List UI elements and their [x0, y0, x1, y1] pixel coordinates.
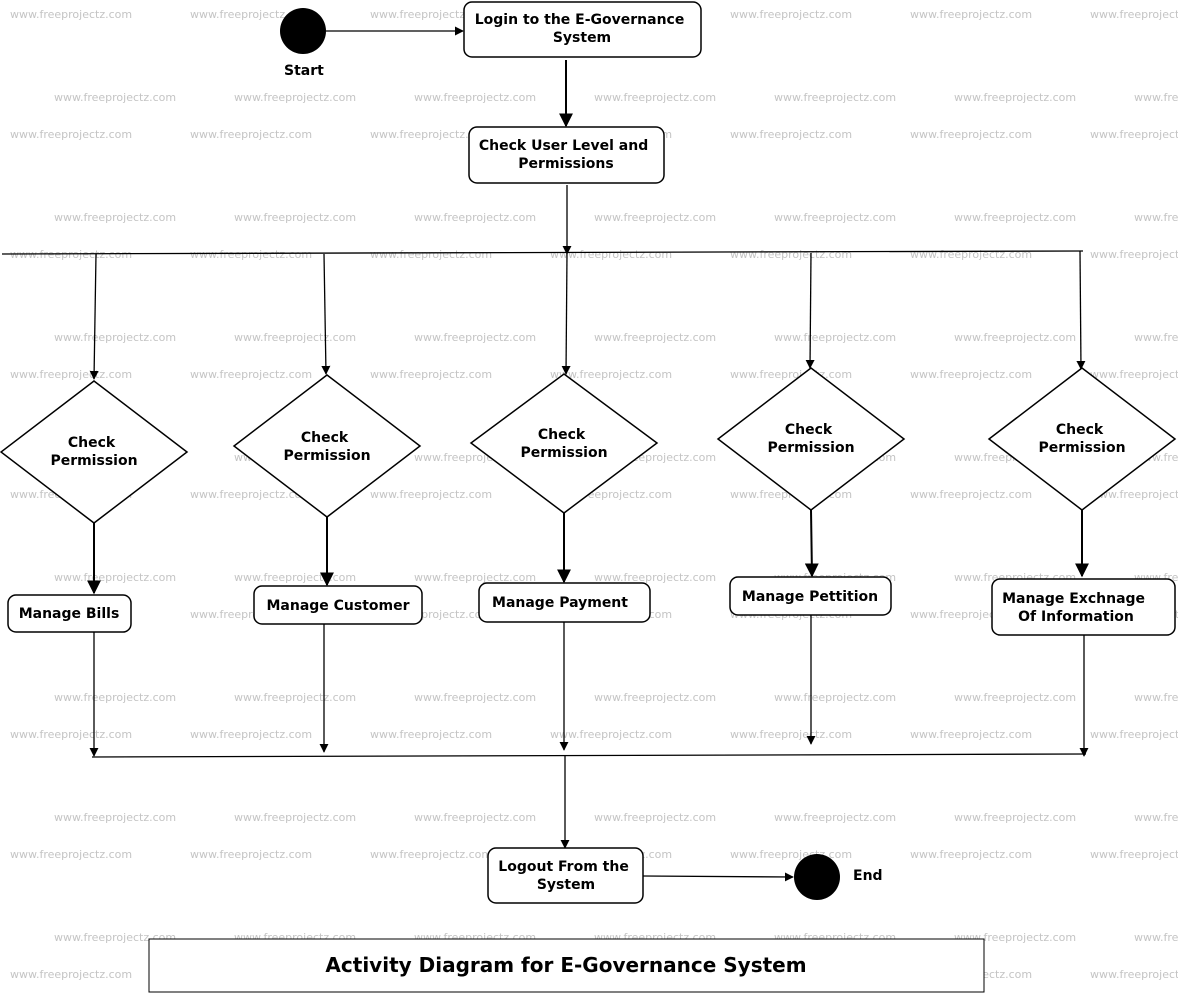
check-permission-3-text: Check Permission — [520, 427, 607, 461]
manage-bills-text: Manage Bills — [19, 606, 120, 622]
check-permission-1-text: Check Permission — [50, 435, 137, 469]
check-permission-4 — [716, 367, 906, 511]
diagram-title: Activity Diagram for E-Governance System — [325, 953, 806, 977]
edge-check4-to-petition — [804, 509, 819, 578]
edge-logout-to-end — [642, 872, 794, 882]
login-text: Login to the E-Governance System — [475, 12, 689, 46]
check-permission-5 — [987, 367, 1177, 511]
manage-customer-box — [253, 585, 423, 625]
manage-customer-text: Manage Customer — [266, 598, 409, 614]
edge-fork-to-check1 — [89, 253, 99, 380]
edge-fork-to-check2 — [321, 253, 331, 375]
fork-bar — [1, 250, 1084, 255]
manage-exchange-box — [991, 578, 1176, 636]
check-permission-1 — [0, 380, 189, 524]
check-permission-2 — [232, 374, 422, 518]
title-box — [148, 938, 985, 993]
edge-fork-to-check3 — [561, 253, 571, 375]
end-node — [794, 854, 840, 900]
manage-payment-text: Manage Payment — [492, 595, 628, 611]
check-level-box — [468, 126, 665, 184]
check-level-text: Check User Level and Permissions — [479, 138, 653, 172]
logout-box — [487, 847, 644, 904]
logout-text: Logout From the System — [498, 859, 633, 893]
check-permission-2-text: Check Permission — [283, 430, 370, 464]
login-box — [463, 1, 702, 58]
start-label: Start — [284, 63, 324, 79]
manage-petition-text: Manage Pettition — [742, 589, 878, 605]
edge-fork-to-check5 — [1076, 250, 1086, 370]
manage-bills-box — [7, 594, 132, 633]
edge-fork-to-check4 — [805, 252, 815, 369]
end-label: End — [853, 868, 883, 884]
check-permission-5-text: Check Permission — [1038, 422, 1125, 456]
check-permission-4-text: Check Permission — [767, 422, 854, 456]
start-node — [280, 8, 326, 54]
manage-exchange-text: Manage Exchnage Of Information — [1002, 591, 1150, 625]
join-bar — [91, 753, 1087, 758]
check-permission-3 — [469, 373, 659, 514]
